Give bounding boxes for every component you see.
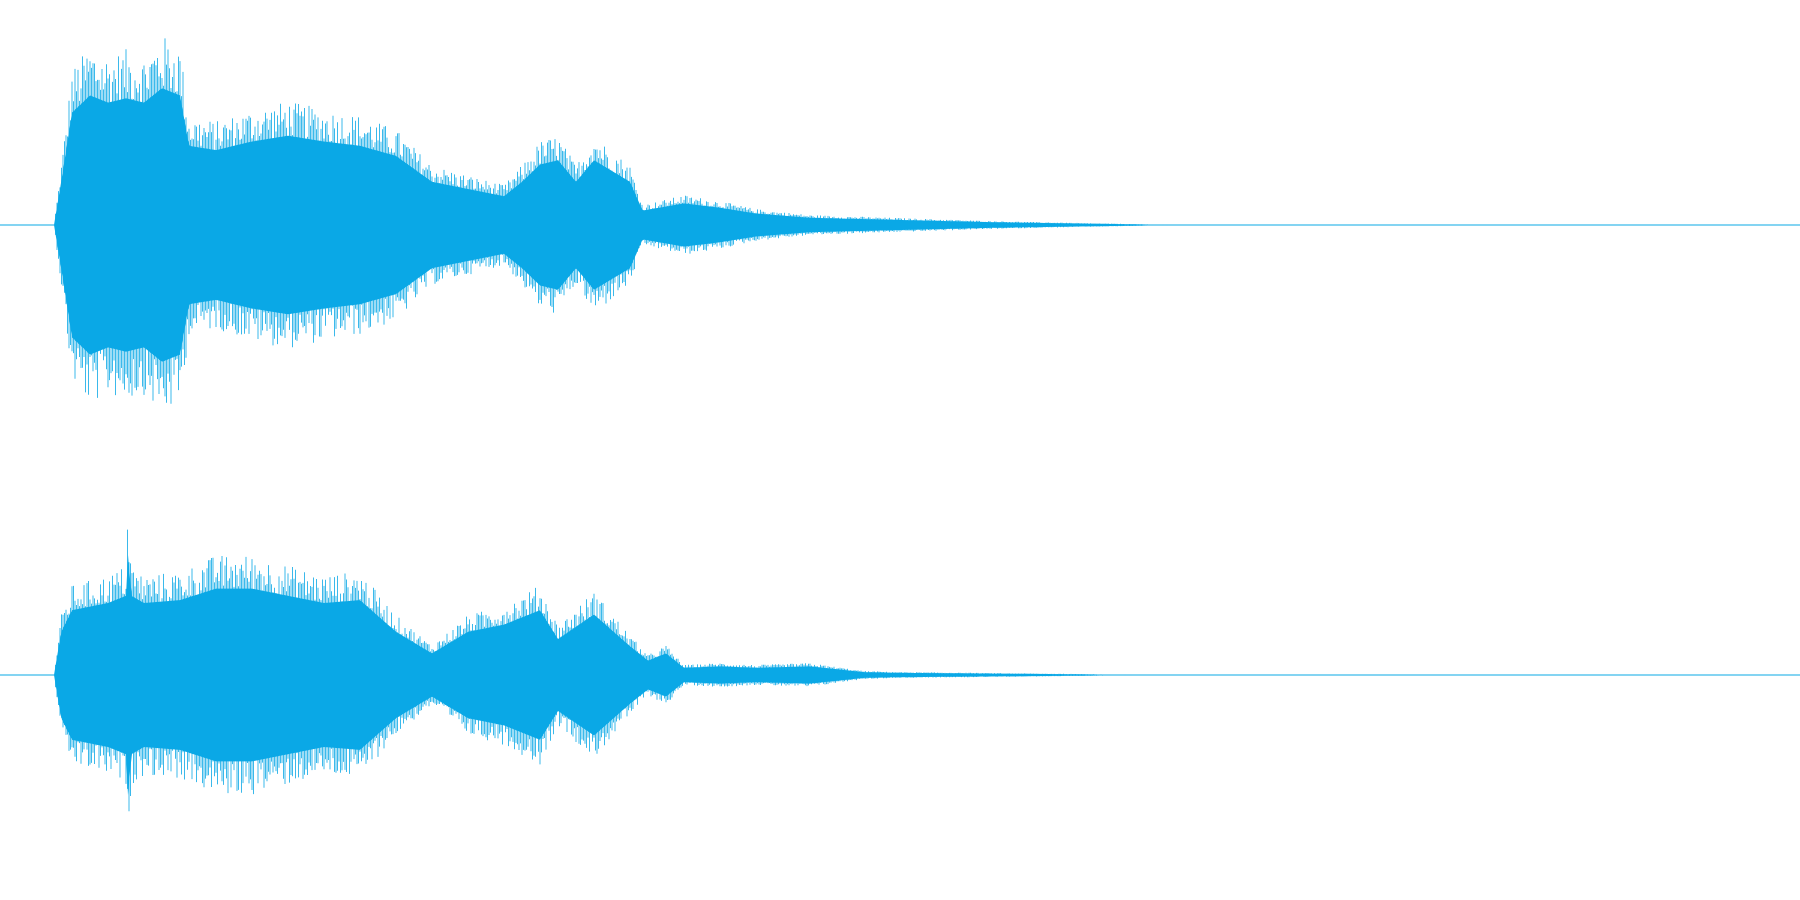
channels-layer <box>0 38 1800 812</box>
channel-2-samples <box>55 529 1130 812</box>
channel-1-samples <box>55 38 1166 404</box>
channel-1-waveform <box>0 38 1800 404</box>
channel-2-waveform <box>0 529 1800 812</box>
